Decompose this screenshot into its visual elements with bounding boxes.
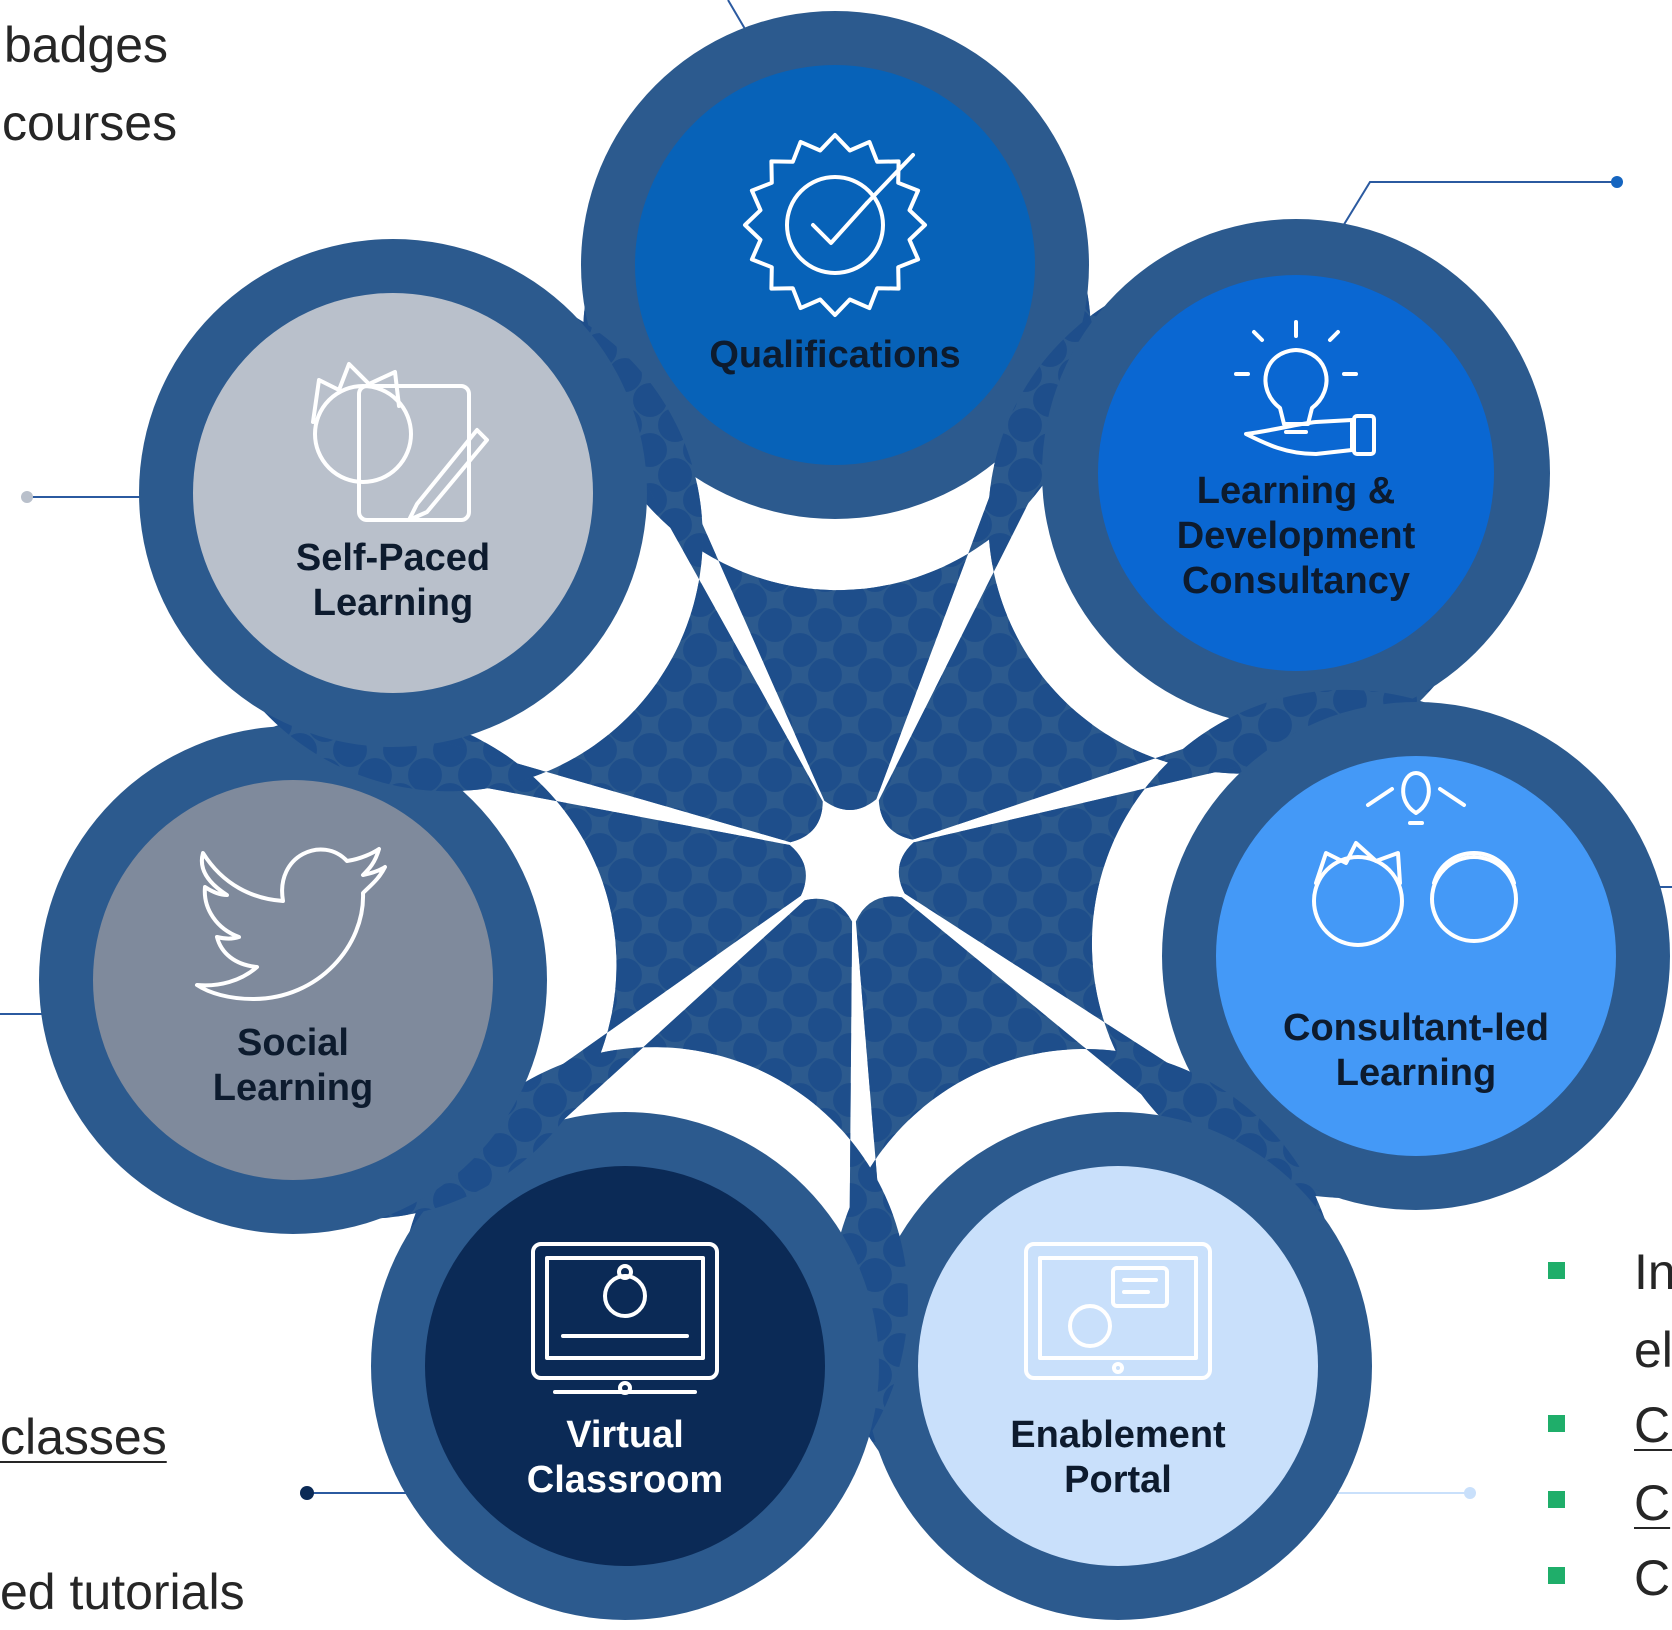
disc-ld-consultancy[interactable] <box>1098 275 1494 671</box>
petal-dot-texture <box>831 896 1335 1480</box>
label-line: Consultant-led <box>1283 1007 1549 1049</box>
petal-dot-texture <box>241 302 823 843</box>
bullet-4 <box>1548 1567 1565 1584</box>
bullet-markers <box>1548 1262 1565 1584</box>
lightbulb-hand-icon <box>1234 320 1376 456</box>
text-fragment-badges: badges <box>4 17 169 73</box>
disc-qualifications[interactable] <box>635 65 1035 465</box>
bullet-2 <box>1548 1415 1565 1432</box>
people-idea-icon <box>1312 771 1518 947</box>
label-line: Learning & <box>1197 470 1395 512</box>
disc-consultant-led[interactable] <box>1216 756 1616 1156</box>
label-line: Qualifications <box>709 334 960 376</box>
text-fragment-el: el <box>1634 1322 1672 1378</box>
disc-virtual-classroom[interactable] <box>425 1166 825 1566</box>
text-fragment-co-link[interactable]: Co <box>1634 1397 1672 1453</box>
label-line: Learning <box>1336 1052 1496 1094</box>
text-fragment-courses: courses <box>2 95 178 151</box>
label-line: Self-Paced <box>296 537 490 579</box>
label-line: Classroom <box>527 1459 723 1501</box>
label-line: Learning <box>313 582 473 624</box>
disc-social-learning[interactable] <box>93 780 493 1180</box>
bullet-3 <box>1548 1491 1565 1508</box>
petal-icons <box>195 133 1518 1395</box>
label-line: Enablement <box>1010 1414 1226 1456</box>
disc-self-paced[interactable] <box>193 293 593 693</box>
label-line: Development <box>1177 515 1416 557</box>
petal-dot-texture <box>402 898 909 1466</box>
label-qualifications: Qualifications <box>709 334 960 376</box>
monitor-person-icon <box>531 1242 719 1395</box>
text-fragment-c-link[interactable]: C <box>1634 1475 1671 1531</box>
bullet-1 <box>1548 1262 1565 1279</box>
badge-check-icon <box>743 133 927 317</box>
monitor-chat-icon <box>1024 1242 1212 1380</box>
connector-endpoints <box>21 176 1623 1500</box>
person-pencil-icon <box>311 362 489 522</box>
text-fragment-in: In <box>1634 1244 1672 1300</box>
text-fragment-co: Co <box>1634 1550 1672 1606</box>
label-line: Virtual <box>566 1414 684 1456</box>
petal-dot-texture <box>878 288 1456 840</box>
twitter-bird-icon <box>195 847 387 1001</box>
text-fragment-classes[interactable]: classes <box>0 1409 167 1465</box>
label-line: Social <box>237 1022 349 1064</box>
label-line: Consultancy <box>1182 560 1410 602</box>
label-line: Learning <box>213 1067 373 1109</box>
petal-dot-texture <box>898 689 1458 1198</box>
label-line: Portal <box>1064 1459 1172 1501</box>
text-fragment-tutorials: ed tutorials <box>0 1564 245 1620</box>
petal-dot-texture <box>241 710 806 1219</box>
